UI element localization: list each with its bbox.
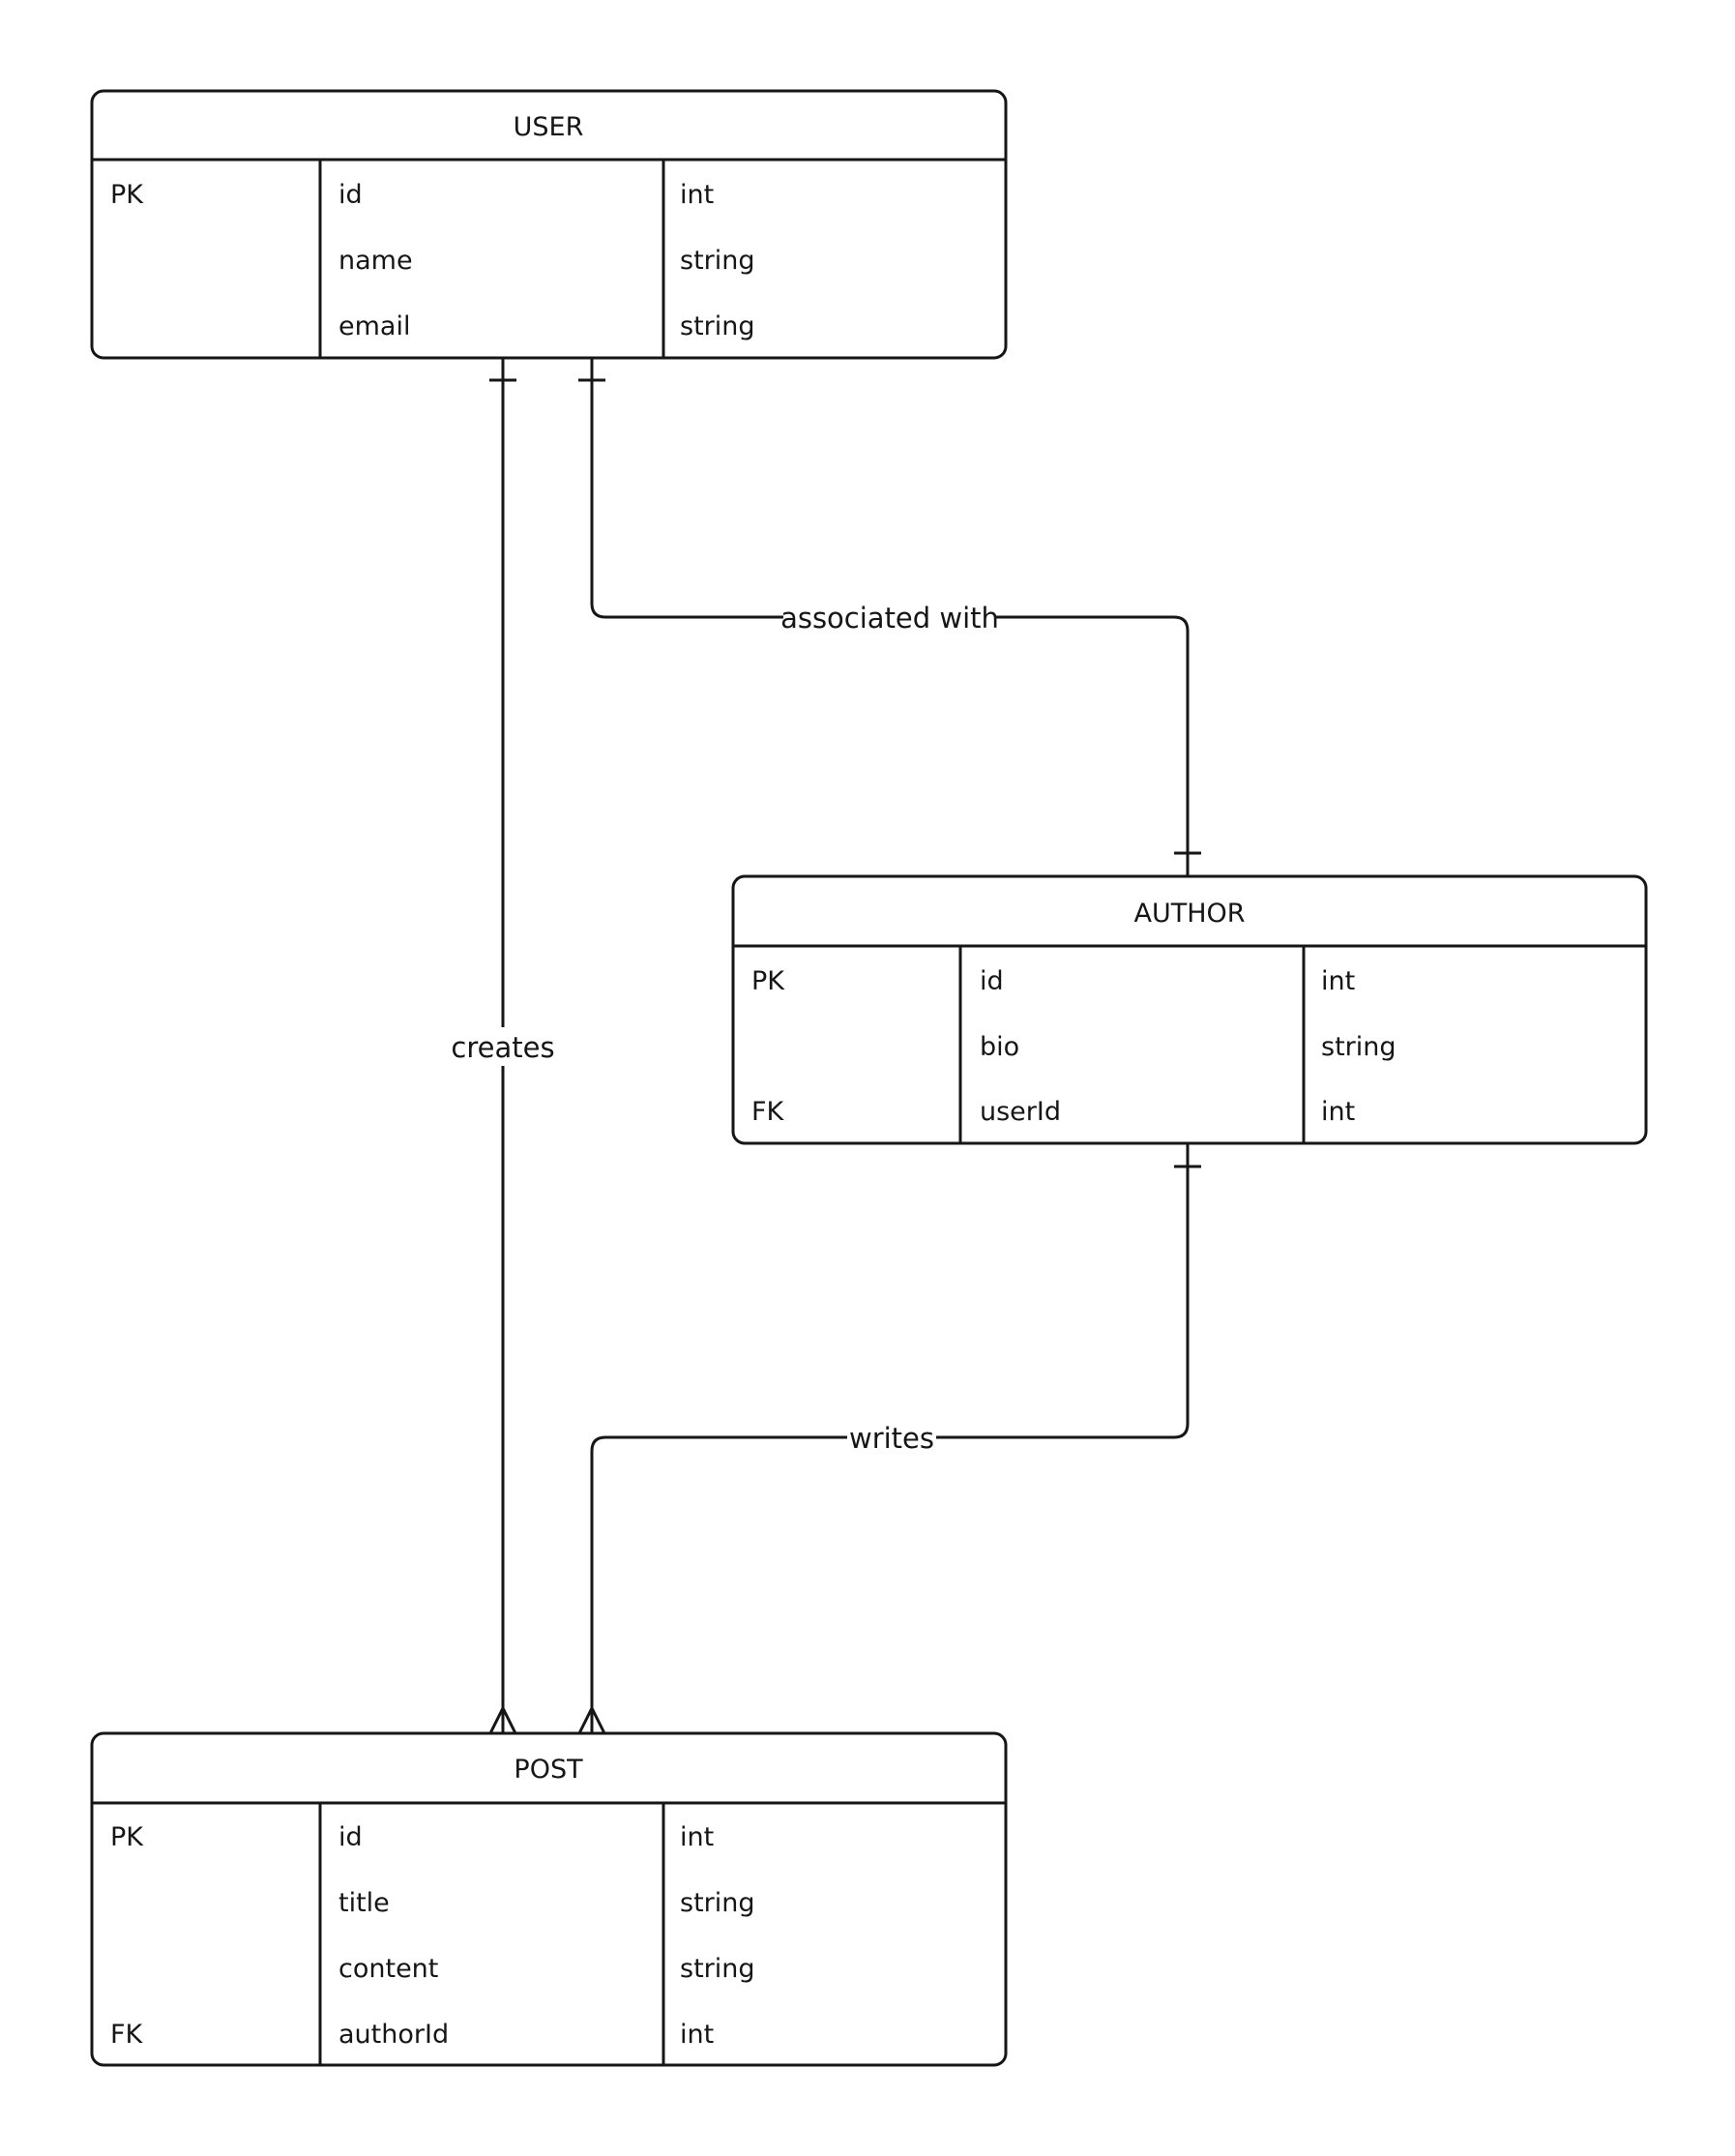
- entity-user-title: USER: [514, 112, 584, 142]
- entity-user[interactable]: USER PK id int name string email string: [90, 89, 1008, 360]
- relationship-associated-with[interactable]: associated with: [578, 358, 1201, 876]
- post-row-key: PK: [110, 1822, 144, 1852]
- relationship-label-writes: writes: [849, 1422, 934, 1455]
- post-row-type: int: [680, 1822, 714, 1852]
- relationship-creates[interactable]: creates: [451, 358, 555, 1734]
- user-row-type: string: [680, 246, 755, 276]
- post-row-type: string: [680, 1954, 755, 1984]
- post-row-type: string: [680, 1888, 755, 1918]
- post-row-key: FK: [110, 2020, 144, 2050]
- user-row-field: id: [338, 180, 363, 210]
- entity-author[interactable]: AUTHOR PK id int bio string FK userId in…: [731, 874, 1648, 1145]
- author-row-type: int: [1321, 1097, 1355, 1127]
- author-row-field: bio: [980, 1032, 1019, 1062]
- entity-post-title: POST: [514, 1755, 583, 1785]
- user-row-type: int: [680, 180, 714, 210]
- post-row-field: content: [338, 1954, 438, 1984]
- label-bg-writes: [847, 1418, 936, 1457]
- relationship-label-associated-with: associated with: [780, 602, 999, 635]
- author-row-type: string: [1321, 1032, 1397, 1062]
- post-row-type: int: [680, 2020, 714, 2050]
- user-row-type: string: [680, 311, 755, 341]
- many-marker-post-creates: [488, 1704, 517, 1734]
- author-row-key: PK: [751, 966, 785, 996]
- post-row-field: authorId: [338, 2020, 449, 2050]
- post-row-field: id: [338, 1822, 363, 1852]
- entity-author-title: AUTHOR: [1133, 899, 1245, 929]
- relationship-label-creates: creates: [451, 1031, 554, 1064]
- author-row-type: int: [1321, 966, 1355, 996]
- entity-post[interactable]: POST PK id int title string content stri…: [90, 1731, 1008, 2067]
- label-bg-creates: [453, 1027, 553, 1066]
- user-row-key: PK: [110, 180, 144, 210]
- author-row-key: FK: [751, 1097, 785, 1127]
- user-row-field: email: [338, 311, 410, 341]
- relationship-writes[interactable]: writes: [577, 1143, 1201, 1734]
- author-row-field: id: [980, 966, 1004, 996]
- author-row-field: userId: [980, 1097, 1061, 1127]
- post-row-field: title: [338, 1888, 390, 1918]
- user-row-field: name: [338, 246, 413, 276]
- label-bg-associated-with: [783, 598, 996, 636]
- many-marker-post-writes: [577, 1704, 606, 1734]
